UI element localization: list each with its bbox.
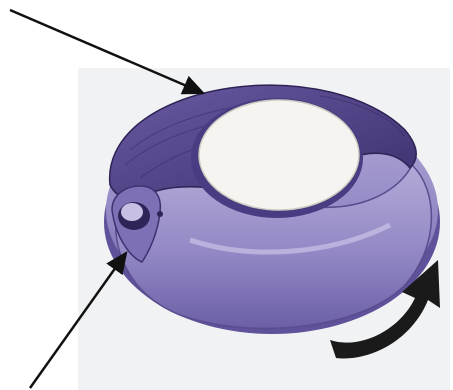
counter-window [191,98,363,218]
pointer-arrow-top [10,10,203,93]
pointer-arrow-bottom [30,253,126,388]
